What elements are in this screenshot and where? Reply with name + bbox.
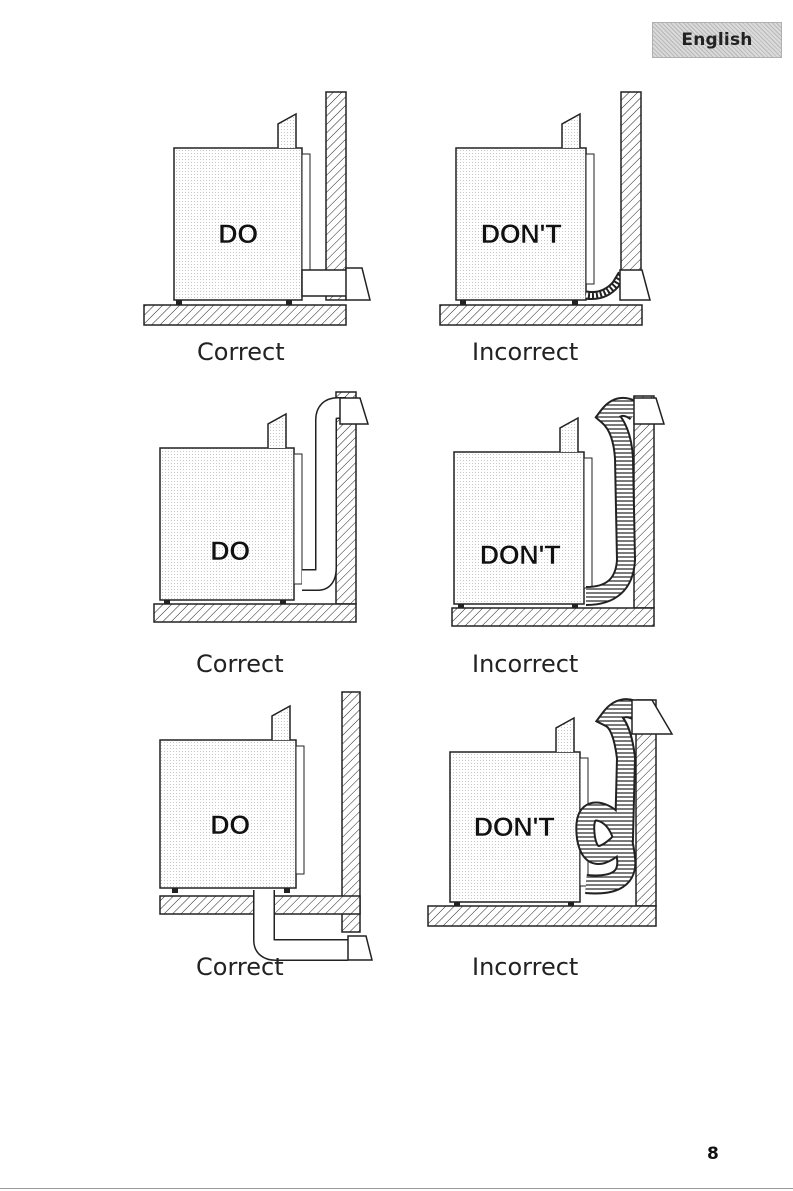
panel-word: DO (210, 810, 250, 840)
vent-hood (348, 936, 372, 960)
panel-caption: Incorrect (472, 650, 578, 678)
wall (326, 92, 346, 300)
floor (428, 906, 656, 926)
diagram-dont-flex-up: DON'T (448, 388, 688, 628)
floor (154, 604, 356, 622)
vent-hood (632, 700, 672, 734)
diagram-do-straight: DO (140, 90, 380, 330)
duct (302, 270, 350, 296)
diagram-do-elbow-up: DO (150, 388, 390, 628)
diagram-dont-crushed: DON'T (436, 90, 676, 330)
dryer-illustration (454, 418, 592, 609)
diagram-do-through-floor: DO (152, 688, 392, 968)
panel-caption: Incorrect (472, 338, 578, 366)
language-tab-label: English (681, 30, 752, 50)
wall (621, 92, 641, 272)
panel-word: DO (210, 536, 250, 566)
vent-hood (340, 398, 368, 424)
dryer-illustration (160, 706, 304, 893)
wall (634, 396, 654, 608)
panel-caption: Correct (196, 953, 284, 981)
dryer-illustration (160, 414, 302, 605)
floor (144, 305, 346, 325)
page-number: 8 (707, 1144, 719, 1164)
page-bottom-rule (0, 1188, 793, 1189)
diagram-dont-flex-looped: DON'T (426, 688, 686, 938)
panel-word: DON'T (481, 219, 562, 249)
panel-caption: Correct (196, 650, 284, 678)
language-tab: English (652, 22, 782, 58)
panel-word: DO (218, 219, 258, 249)
panel-caption: Correct (197, 338, 285, 366)
vent-hood (346, 268, 370, 300)
floor (440, 305, 642, 325)
panel-word: DON'T (480, 540, 561, 570)
vent-hood (620, 270, 650, 300)
floor (452, 608, 654, 626)
panel-word: DON'T (474, 812, 555, 842)
vent-hood (634, 398, 664, 424)
panel-caption: Incorrect (472, 953, 578, 981)
dryer-illustration (174, 114, 310, 305)
dryer-illustration (456, 114, 594, 305)
